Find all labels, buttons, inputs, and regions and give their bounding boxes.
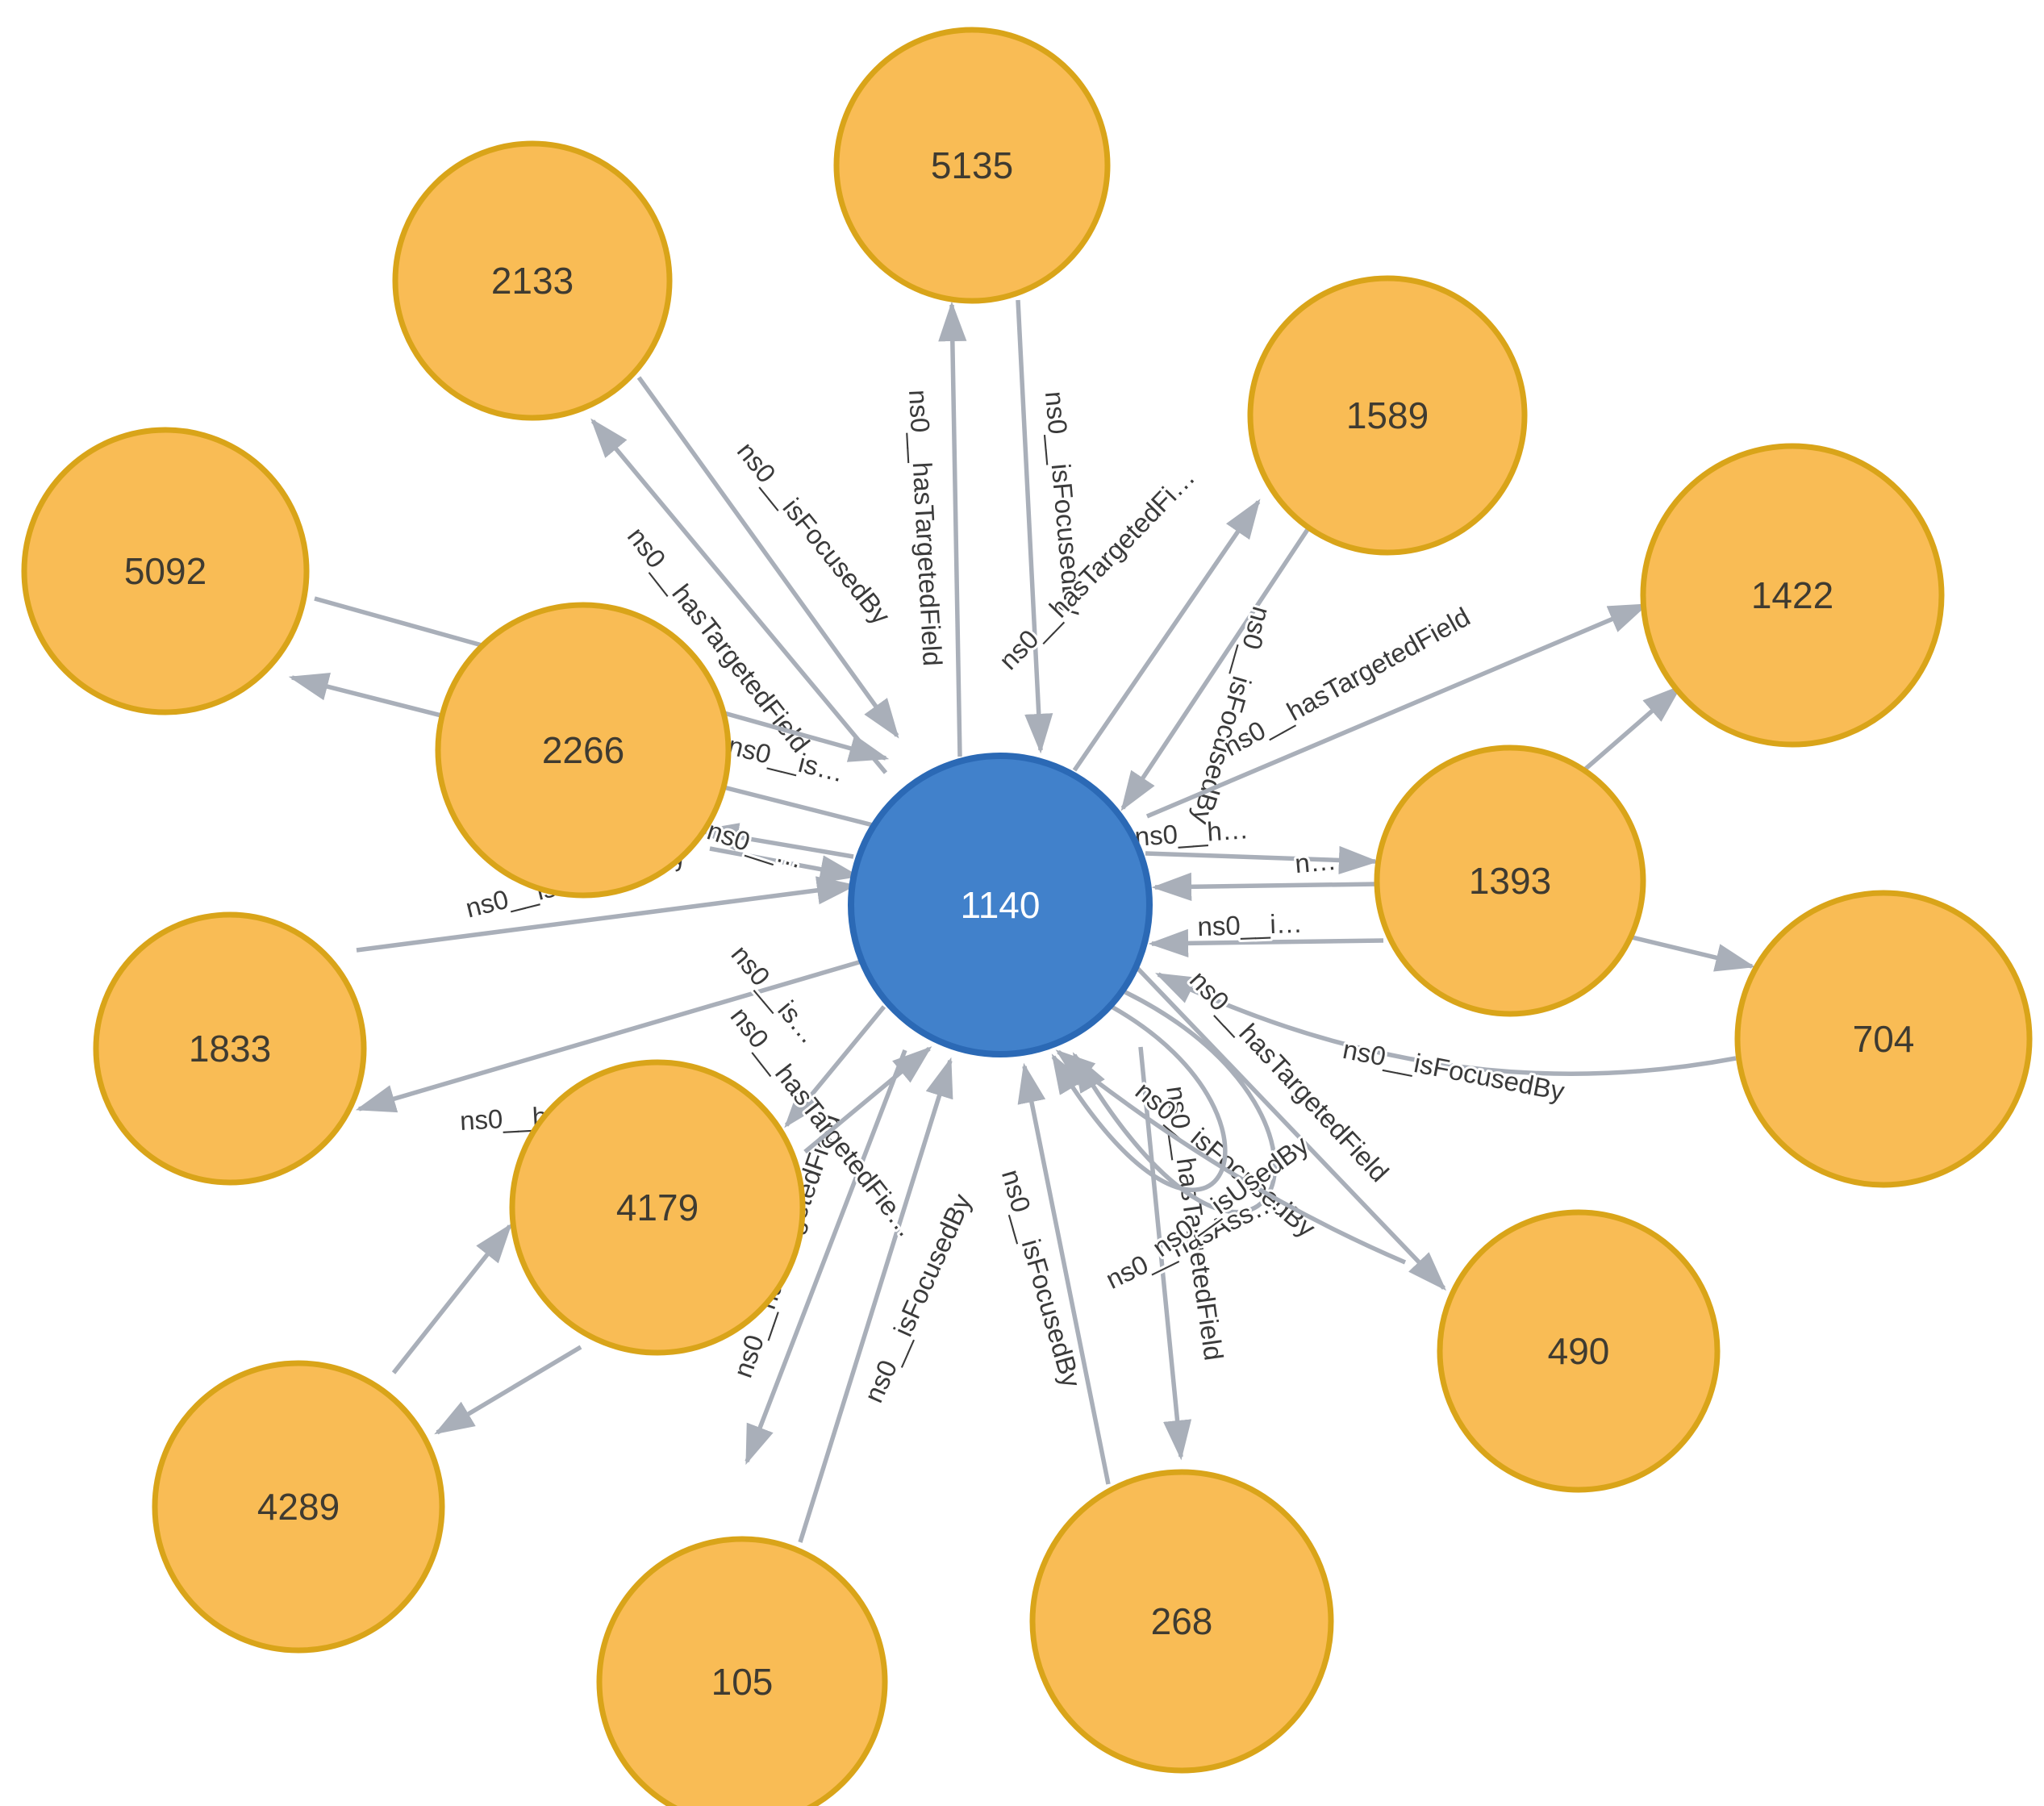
relationship-line[interactable] [434,1345,582,1435]
relationship-line[interactable] [1120,527,1311,811]
entity-node-circle[interactable] [596,1536,888,1806]
graph-edge-4179-4289-26[interactable] [434,1345,582,1435]
focus-node-circle[interactable] [848,753,1153,1057]
node-layer: 1140 5135 2133 1589 5092 1422 2266 1393 704 1833 4… [21,27,2033,1806]
relationship-type-label: ns0__i… [1197,908,1303,942]
graph-node-1422[interactable]: 1422 [1640,443,1945,748]
entity-node-circle[interactable] [1029,1469,1334,1774]
relationship-type-label: n… [1294,845,1337,878]
graph-node-4179[interactable]: 4179 [509,1059,806,1356]
relationship-line[interactable] [391,1223,512,1374]
relationship-line[interactable] [355,959,862,1113]
relationship-line[interactable] [1148,928,1384,957]
relationship-line[interactable] [1016,299,1053,754]
relationship-line[interactable] [1072,498,1261,772]
relationship-line[interactable] [1138,1046,1192,1461]
graph-edge-1140-5135-0[interactable]: ns0__hasTargetedField [901,301,967,757]
relationship-line[interactable] [698,823,854,859]
graph-node-1833[interactable]: 1833 [93,911,367,1186]
graph-node-1140[interactable]: 1140 [848,753,1153,1057]
entity-node-circle[interactable] [1437,1209,1721,1493]
relationship-line[interactable] [1017,1062,1111,1485]
relationship-line[interactable] [1134,965,1447,1291]
relationship-line[interactable] [590,418,888,774]
node-id-label: 1833 [189,1028,271,1070]
node-id-label: 2266 [542,729,624,771]
relationship-type-label: ns0__hasTargetedField [903,389,948,667]
entity-node-circle[interactable] [509,1059,806,1356]
graph-edge-1140-1393-13[interactable]: ns0__h… [1131,811,1379,875]
graph-node-2266[interactable]: 2266 [435,602,732,899]
node-id-label: 490 [1548,1330,1610,1372]
node-id-label: 1589 [1346,394,1429,436]
relationship-line[interactable] [709,846,861,884]
entity-node-circle[interactable] [1247,275,1528,556]
entity-node-circle[interactable] [435,602,732,899]
graph-node-2133[interactable]: 2133 [392,140,673,421]
relationship-line[interactable] [1151,872,1379,901]
relationship-line[interactable] [1051,1004,1228,1192]
relationship-type-label: ns0__isFocusedBy [1341,1034,1567,1107]
relationship-type-label: ns0__h… [1133,814,1249,852]
node-id-label: 1140 [961,884,1041,926]
relationship-line[interactable] [1055,1049,1407,1265]
node-id-label: 704 [1853,1018,1915,1060]
relationship-line[interactable] [798,1057,953,1543]
graph-node-1393[interactable]: 1393 [1374,745,1646,1017]
relationship-line[interactable] [803,1046,932,1154]
node-id-label: 1422 [1751,574,1833,616]
graph-node-490[interactable]: 490 [1437,1209,1721,1493]
graph-edge-4289-4179-27[interactable] [391,1223,512,1374]
node-id-label: 105 [711,1661,774,1703]
relationship-line[interactable] [745,1049,907,1466]
entity-node-circle[interactable] [1374,745,1646,1017]
graph-node-5092[interactable]: 5092 [21,427,310,715]
entity-node-circle[interactable] [93,911,367,1186]
relationship-type-label: ns0__isFocusedBy [732,436,897,630]
graph-node-5135[interactable]: 5135 [833,27,1111,304]
graph-edge-1140-2266-7[interactable]: ns0__… [698,812,854,877]
relationship-type-label: ns0__hasTargetedFi… [993,462,1200,676]
relationship-line[interactable] [784,1005,886,1128]
node-id-label: 4179 [616,1187,699,1228]
relationship-line[interactable] [1145,845,1379,875]
relationship-line[interactable] [1145,603,1650,819]
entity-node-circle[interactable] [152,1360,445,1654]
node-id-label: 4289 [257,1486,340,1528]
relationship-line[interactable] [636,376,899,739]
graph-edge-268-1140-21[interactable]: ns0__isFocusedBy [994,1062,1111,1485]
graph-edge-2266-1140-6[interactable] [709,846,861,884]
graph-node-4289[interactable]: 4289 [152,1360,445,1654]
node-id-label: 268 [1151,1600,1213,1642]
entity-node-circle[interactable] [21,427,310,715]
node-id-label: 2133 [491,260,574,302]
entity-node-circle[interactable] [392,140,673,421]
graph-node-1589[interactable]: 1589 [1247,275,1528,556]
relationship-line[interactable] [1155,972,1737,1077]
graph-node-268[interactable]: 268 [1029,1469,1334,1774]
relationship-type-label: ns0__… [703,815,807,874]
graph-edge-1393-1140-15[interactable]: ns0__i… [1148,906,1384,957]
graph-node-105[interactable]: 105 [596,1536,888,1806]
graph-edge-1589-1140-10[interactable]: ns0__isFocusedBy [1120,527,1311,831]
graph-node-704[interactable]: 704 [1734,890,2033,1188]
relationship-line[interactable] [356,876,857,953]
entity-node-circle[interactable] [1640,443,1945,748]
node-id-label: 5092 [124,550,206,592]
entity-node-circle[interactable] [1734,890,2033,1188]
entity-node-circle[interactable] [833,27,1111,304]
graph-edge-1393-1140-14[interactable]: n… [1151,843,1379,901]
relationship-type-label: ns0__isFocusedBy [996,1166,1087,1391]
node-id-label: 1393 [1469,860,1551,902]
node-id-label: 5135 [931,144,1013,186]
relationship-line[interactable] [938,301,967,757]
graph-edge-5135-1140-1[interactable]: ns0__isFocusedBy [1016,299,1091,754]
